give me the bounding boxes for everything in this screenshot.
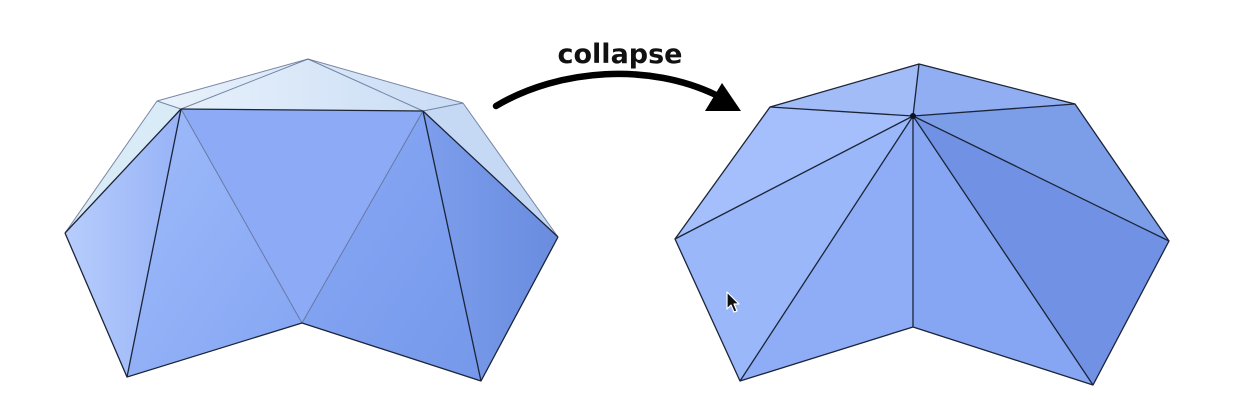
mesh-before-right-inner-face: [302, 111, 481, 381]
mesh-after-left-upper-face: [675, 107, 913, 239]
mesh-after-top-left-face: [770, 64, 919, 116]
mesh-before-center-upper-face: [181, 109, 423, 323]
mesh-before-right-face: [423, 111, 558, 381]
collapsed-vertex: [910, 113, 916, 119]
mesh-before-left-face: [65, 109, 181, 377]
mesh-after-left-mid-face: [675, 116, 913, 381]
collapse-arrow: collapse: [492, 39, 741, 111]
mesh-before-upper-right-face: [423, 103, 558, 237]
arrow-shaft: [492, 70, 720, 110]
arrow-head-icon: [705, 83, 741, 111]
mesh-before-upper-left-face: [65, 101, 181, 233]
mesh-after-right-upper-face: [913, 104, 1169, 241]
mesh-before: [64, 58, 559, 382]
mouse-pointer-icon: [726, 291, 740, 313]
mesh-after-right-mid-face: [913, 116, 1169, 385]
mesh-after: [674, 63, 1170, 386]
mesh-after-top-right-face: [913, 64, 1075, 116]
mesh-before-top-face: [157, 59, 463, 111]
arrow-label: collapse: [558, 39, 683, 70]
mesh-before-left-inner-face: [127, 109, 302, 377]
